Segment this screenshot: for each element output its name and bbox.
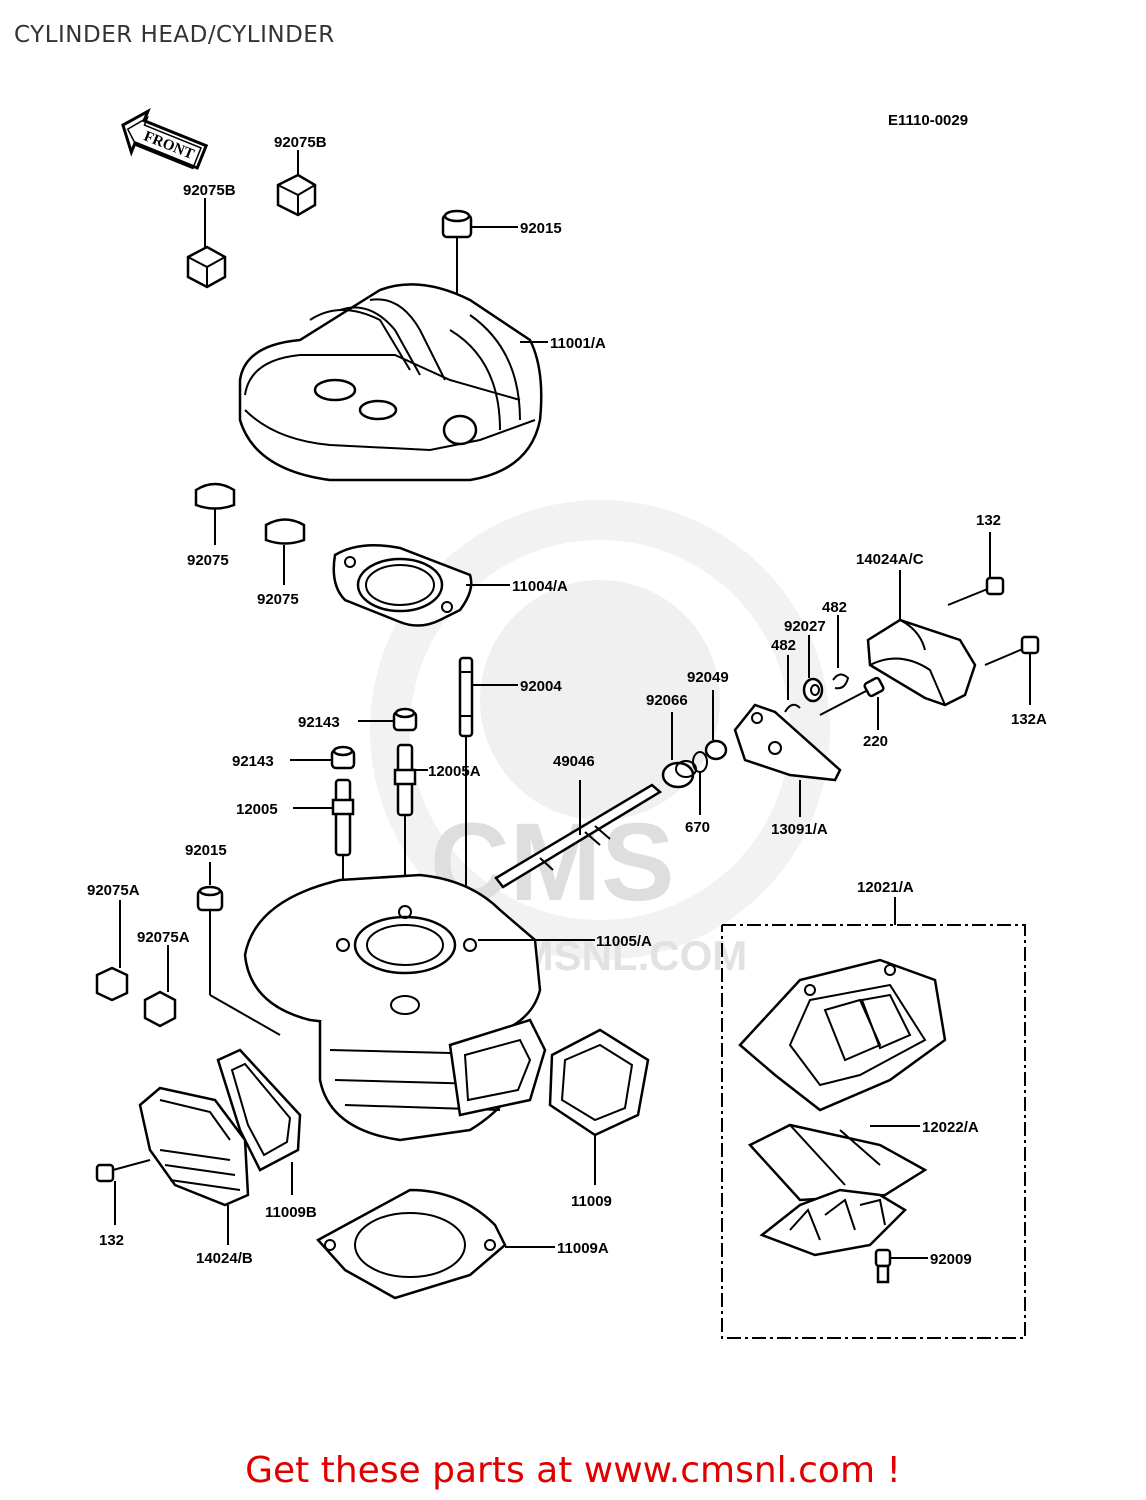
cylinder-11005a [243,873,547,1142]
label-11005a: 11005/A [596,933,652,950]
nut-92015-left [196,885,224,912]
bolt-220 [819,676,885,716]
label-482-a: 482 [822,599,847,616]
cap-92075b-top [276,173,317,217]
page-title: CYLINDER HEAD/CYLINDER [14,22,335,48]
label-92075a-a: 92075A [87,882,140,899]
label-11004a: 11004/A [512,578,568,595]
bolt-132-top [947,576,1005,606]
label-14024b: 14024/B [196,1250,253,1267]
bolt-132a [984,635,1040,666]
gasket-11009 [548,1028,650,1137]
label-92075-a: 92075 [187,552,229,569]
label-12005a: 12005A [428,763,481,780]
label-11009: 11009 [571,1193,612,1210]
pin-12005 [331,778,355,857]
label-12022a: 12022/A [922,1119,979,1136]
block-92075a-b [143,990,177,1028]
label-12005: 12005 [236,801,278,818]
label-92075a-b: 92075A [137,929,190,946]
label-482-b: 482 [771,637,796,654]
reed-valve-assembly-box-12021a [721,924,1026,1339]
label-92015-left: 92015 [185,842,227,859]
label-11009a: 11009A [557,1240,609,1257]
rubber-cap-92075-b [264,518,306,545]
label-92066: 92066 [646,692,688,709]
cover-14024ac [866,618,977,707]
cmsnl-ad-link[interactable]: Get these parts at www.cmsnl.com ! [245,1450,901,1491]
nut-92143-a [392,707,418,732]
clip-482-a [784,703,801,713]
bolt-132-bottom [95,1159,151,1183]
label-92027: 92027 [784,618,826,635]
label-92143-b: 92143 [232,753,274,770]
cylinder-head-11001a [238,283,543,482]
lever-13091a [733,703,842,782]
label-92075b-left: 92075B [183,182,236,199]
label-132-top: 132 [976,512,1001,529]
label-92004: 92004 [520,678,562,695]
reed-block-12021a [738,958,947,1112]
head-gasket-11004a [332,543,473,627]
reed-petals-12022a [747,1123,928,1202]
label-132a: 132A [1011,711,1047,728]
nut-92015-top [441,209,473,239]
diagram-code: E1110-0029 [888,112,968,129]
gasket-11009b [216,1048,302,1172]
cap-92075b-left [186,245,227,289]
label-92143-a: 92143 [298,714,340,731]
clip-482-b [832,673,850,690]
washer-92027 [802,677,824,703]
label-11001a: 11001/A [550,335,606,352]
label-14024ac: 14024A/C [856,551,924,568]
pin-12005a [393,743,417,817]
label-13091a: 13091/A [771,821,828,838]
base-gasket-11009a [316,1188,507,1300]
block-92075a-a [95,966,129,1002]
shaft-49046 [494,783,663,889]
label-12021a: 12021/A [857,879,914,896]
label-92075-b: 92075 [257,591,299,608]
label-92009: 92009 [930,1251,972,1268]
reed-stopper [759,1188,908,1257]
reed-cover-14024b [138,1086,250,1207]
label-132-bottom: 132 [99,1232,124,1249]
label-670: 670 [685,819,710,836]
label-11009b: 11009B [265,1204,317,1221]
nut-92143-b [330,745,356,770]
label-92075b-top: 92075B [274,134,327,151]
label-220: 220 [863,733,888,750]
rubber-cap-92075-a [194,482,236,510]
bushing-92066 [661,760,697,789]
label-92015-top: 92015 [520,220,562,237]
stud-92004 [458,656,474,738]
seal-92049 [704,739,728,761]
label-49046: 49046 [553,753,595,770]
label-92049: 92049 [687,669,729,686]
front-arrow-icon: FRONT [121,108,209,170]
screw-92009 [874,1248,892,1284]
